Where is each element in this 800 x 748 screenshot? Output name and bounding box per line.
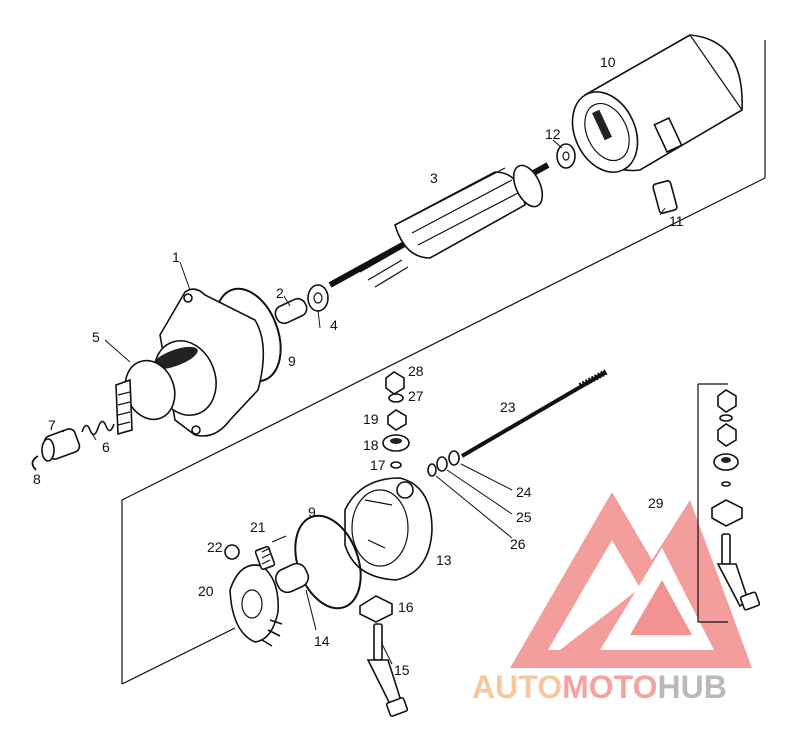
part-29-kit — [711, 389, 761, 611]
callout-11: 11 — [669, 213, 684, 229]
part-5-pinion — [115, 359, 176, 436]
callout-10: 10 — [600, 54, 616, 70]
frame-lines — [121, 40, 766, 685]
callout-27: 27 — [408, 388, 424, 404]
part-23-through-bolt — [460, 369, 608, 458]
callout-25: 25 — [516, 509, 532, 525]
watermark-text: AUTOMOTOHUB — [472, 669, 727, 705]
callout-16: 16 — [398, 599, 414, 615]
part-15-terminal — [366, 623, 409, 717]
callout-21: 21 — [250, 519, 266, 535]
watermark-moto: MOTO — [562, 669, 657, 705]
part-12-washer — [556, 143, 576, 169]
part-14-bushing — [274, 562, 310, 594]
part-16-block — [359, 595, 393, 623]
callout-1: 1 — [172, 249, 180, 265]
part-10-housing — [571, 34, 743, 173]
callout-9-top: 9 — [288, 353, 296, 369]
watermark-auto: AUTO — [472, 669, 562, 705]
part-6-spring — [81, 420, 115, 436]
callout-5: 5 — [92, 329, 100, 345]
callout-20: 20 — [198, 583, 214, 599]
leader-lines — [61, 139, 666, 665]
callout-8: 8 — [33, 471, 41, 487]
callout-13: 13 — [436, 552, 452, 568]
callout-14: 14 — [314, 633, 330, 649]
callout-2: 2 — [276, 285, 284, 301]
callout-19: 19 — [363, 411, 379, 427]
watermark-logo — [510, 492, 752, 668]
callout-18: 18 — [363, 437, 379, 453]
part-1-drive-housing — [152, 288, 265, 437]
part-21-brush-spring — [254, 535, 287, 571]
callout-labels: 1 2 3 4 5 6 7 8 9 9 10 11 12 13 14 15 16… — [33, 54, 684, 678]
callout-3: 3 — [430, 170, 438, 186]
part-22-nut — [224, 544, 240, 560]
watermark-hub: HUB — [657, 669, 726, 705]
part-7-collar — [41, 428, 81, 462]
callout-23: 23 — [500, 399, 516, 415]
callout-28: 28 — [408, 363, 424, 379]
part-3-armature — [328, 162, 550, 288]
callout-15: 15 — [394, 662, 410, 678]
callout-4: 4 — [330, 317, 338, 333]
part-11-bushing — [652, 180, 678, 214]
parts-24-26-washers — [427, 450, 460, 477]
part-13-end-cover — [344, 477, 433, 581]
part-8-circlip — [31, 455, 39, 471]
callout-17: 17 — [370, 457, 386, 473]
callout-26: 26 — [510, 536, 526, 552]
callout-29: 29 — [648, 495, 664, 511]
part-2-bushing — [274, 297, 308, 325]
callout-24: 24 — [516, 484, 532, 500]
callout-9-bottom: 9 — [308, 504, 316, 520]
callout-22: 22 — [207, 539, 223, 555]
svg-text:AUTOMOTOHUB: AUTOMOTOHUB — [472, 669, 727, 705]
part-20-brush-plate — [229, 564, 283, 647]
parts-17-28-stack — [382, 371, 410, 469]
callout-6: 6 — [102, 439, 110, 455]
callout-12: 12 — [545, 126, 561, 142]
part-4-washer — [307, 284, 329, 312]
callout-7: 7 — [48, 417, 56, 433]
